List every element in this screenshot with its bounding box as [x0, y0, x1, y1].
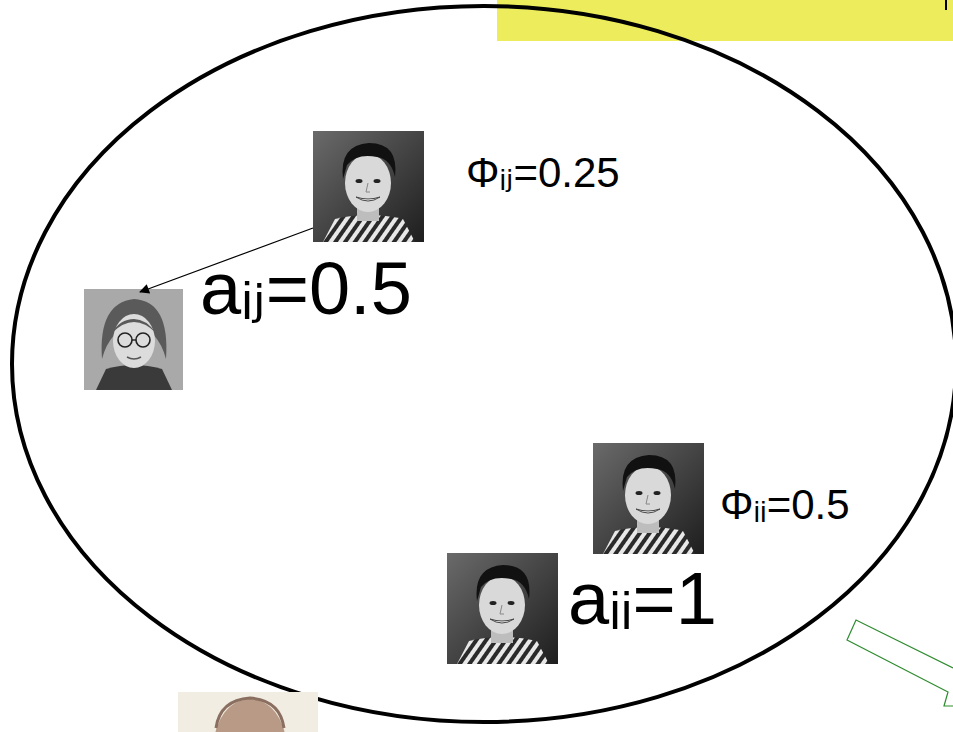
- formula-label: Φᵢⱼ=0.25: [466, 152, 620, 194]
- edge-mark: [945, 0, 947, 10]
- man-photo: [178, 692, 318, 732]
- callout-shape: [847, 620, 953, 706]
- formula-label: Φᵢᵢ=0.5: [720, 484, 850, 526]
- formula-label: aᵢⱼ=0.5: [200, 252, 412, 326]
- lennon-photo: [84, 289, 183, 390]
- elvis-photo: [313, 131, 424, 242]
- population-ellipse: [12, 6, 953, 722]
- elvis-photo: [447, 553, 558, 664]
- elvis-photo: [593, 443, 704, 554]
- formula-label: aᵢᵢ=1: [568, 562, 717, 636]
- title-bar: [497, 0, 953, 41]
